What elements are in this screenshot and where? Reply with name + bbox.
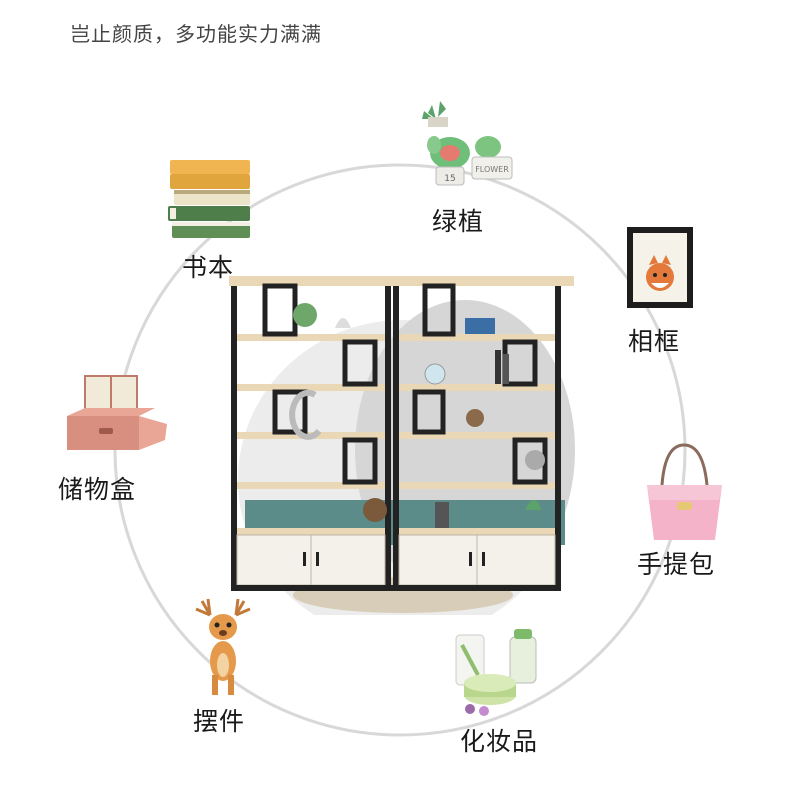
books-icon [168, 160, 250, 238]
item-books [160, 150, 260, 250]
label-cosmetics: 化妆品 [460, 727, 539, 756]
label-picture-frame: 相框 [628, 327, 681, 356]
label-plants: 绿植 [432, 207, 485, 236]
storage-box-icon [67, 375, 167, 450]
handbag-icon [647, 443, 722, 540]
picture-frame-icon [627, 227, 693, 308]
cosmetics-icon [455, 629, 537, 716]
deer-ornament-icon [195, 598, 251, 695]
item-deer [190, 595, 260, 700]
plants-icon: 15 FLOWER [422, 101, 513, 186]
pot-number: 15 [444, 174, 455, 184]
item-cosmetics [450, 625, 550, 720]
label-handbag: 手提包 [637, 550, 716, 579]
label-books: 书本 [182, 253, 235, 282]
flower-text: FLOWER [475, 165, 509, 174]
bookshelf-icon [229, 276, 575, 615]
item-handbag [637, 440, 732, 545]
item-plants: 15 FLOWER [410, 95, 520, 200]
item-picture-frame [625, 225, 695, 310]
central-shelf [225, 270, 580, 615]
headline: 岂止颜质，多功能实力满满 [70, 22, 322, 46]
label-deer: 摆件 [193, 707, 246, 736]
label-storage-box: 储物盒 [58, 475, 137, 504]
item-storage-box [55, 370, 175, 460]
